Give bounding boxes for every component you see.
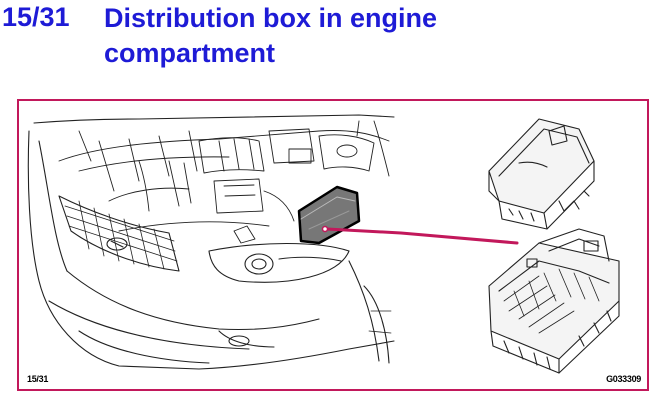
section-number: 15/31 bbox=[2, 2, 70, 32]
page-heading: 15/31 Distribution box in engine compart… bbox=[0, 0, 656, 86]
figure-code-left: 15/31 bbox=[27, 374, 49, 384]
pointer-line bbox=[321, 225, 519, 245]
section-title: Distribution box in engine compartment bbox=[104, 3, 437, 68]
distribution-box-open bbox=[488, 228, 620, 374]
distribution-box-closed bbox=[488, 118, 595, 230]
car-body-outline bbox=[27, 114, 395, 370]
engine-bay-illustration bbox=[27, 114, 620, 374]
engine-details bbox=[58, 120, 390, 244]
figure-code-right: G033309 bbox=[606, 374, 641, 384]
figure-frame: 15/31 G033309 bbox=[17, 99, 649, 391]
highlighted-box bbox=[297, 185, 361, 245]
